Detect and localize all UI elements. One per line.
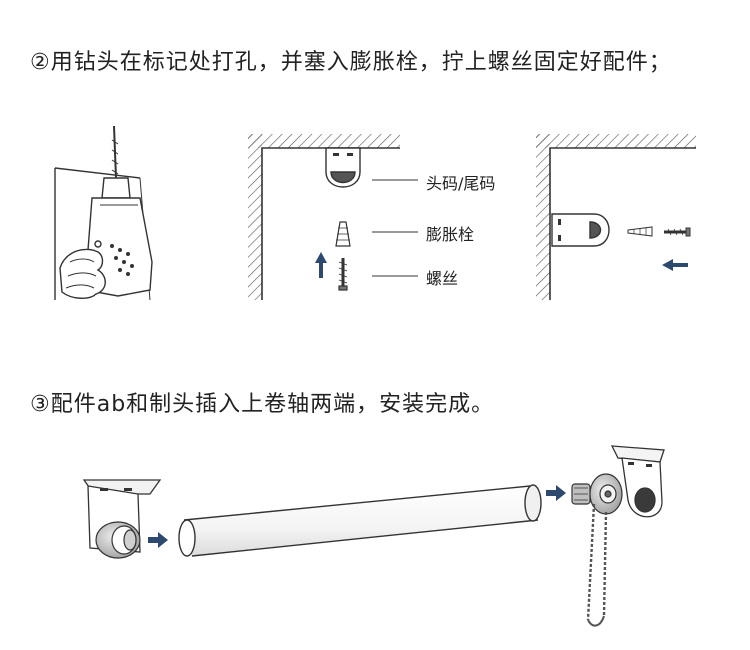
drill-illustration xyxy=(54,125,153,301)
left-arrow-icon xyxy=(662,259,688,271)
anchor-screw-horizontal-icon xyxy=(627,226,691,237)
left-end-cap-icon xyxy=(95,521,141,559)
screw-label: 螺丝 xyxy=(426,269,459,288)
wall-diagram xyxy=(536,134,696,300)
up-arrow-icon xyxy=(315,252,327,278)
screw-icon xyxy=(338,258,418,291)
anchor-label: 膨胀栓 xyxy=(426,225,475,244)
right-arrow-icon-left xyxy=(148,532,168,548)
expansion-anchor-icon xyxy=(335,221,418,247)
step-2-instruction: ②用钻头在标记处打孔，并塞入膨胀栓，拧上螺丝固定好配件； xyxy=(30,50,672,75)
bracket-label: 头码/尾码 xyxy=(426,174,496,193)
side-bracket-icon xyxy=(551,213,610,247)
ceiling-wall-diagram xyxy=(248,134,400,300)
right-arrow-icon-right xyxy=(546,485,566,501)
step-3-instruction: ③配件ab和制头插入上卷轴两端，安装完成。 xyxy=(30,392,495,417)
chain-drive-icon xyxy=(571,473,623,627)
roller-tube-icon xyxy=(178,484,542,557)
head-bracket-icon xyxy=(325,147,418,188)
right-end-bracket-icon xyxy=(610,445,665,518)
